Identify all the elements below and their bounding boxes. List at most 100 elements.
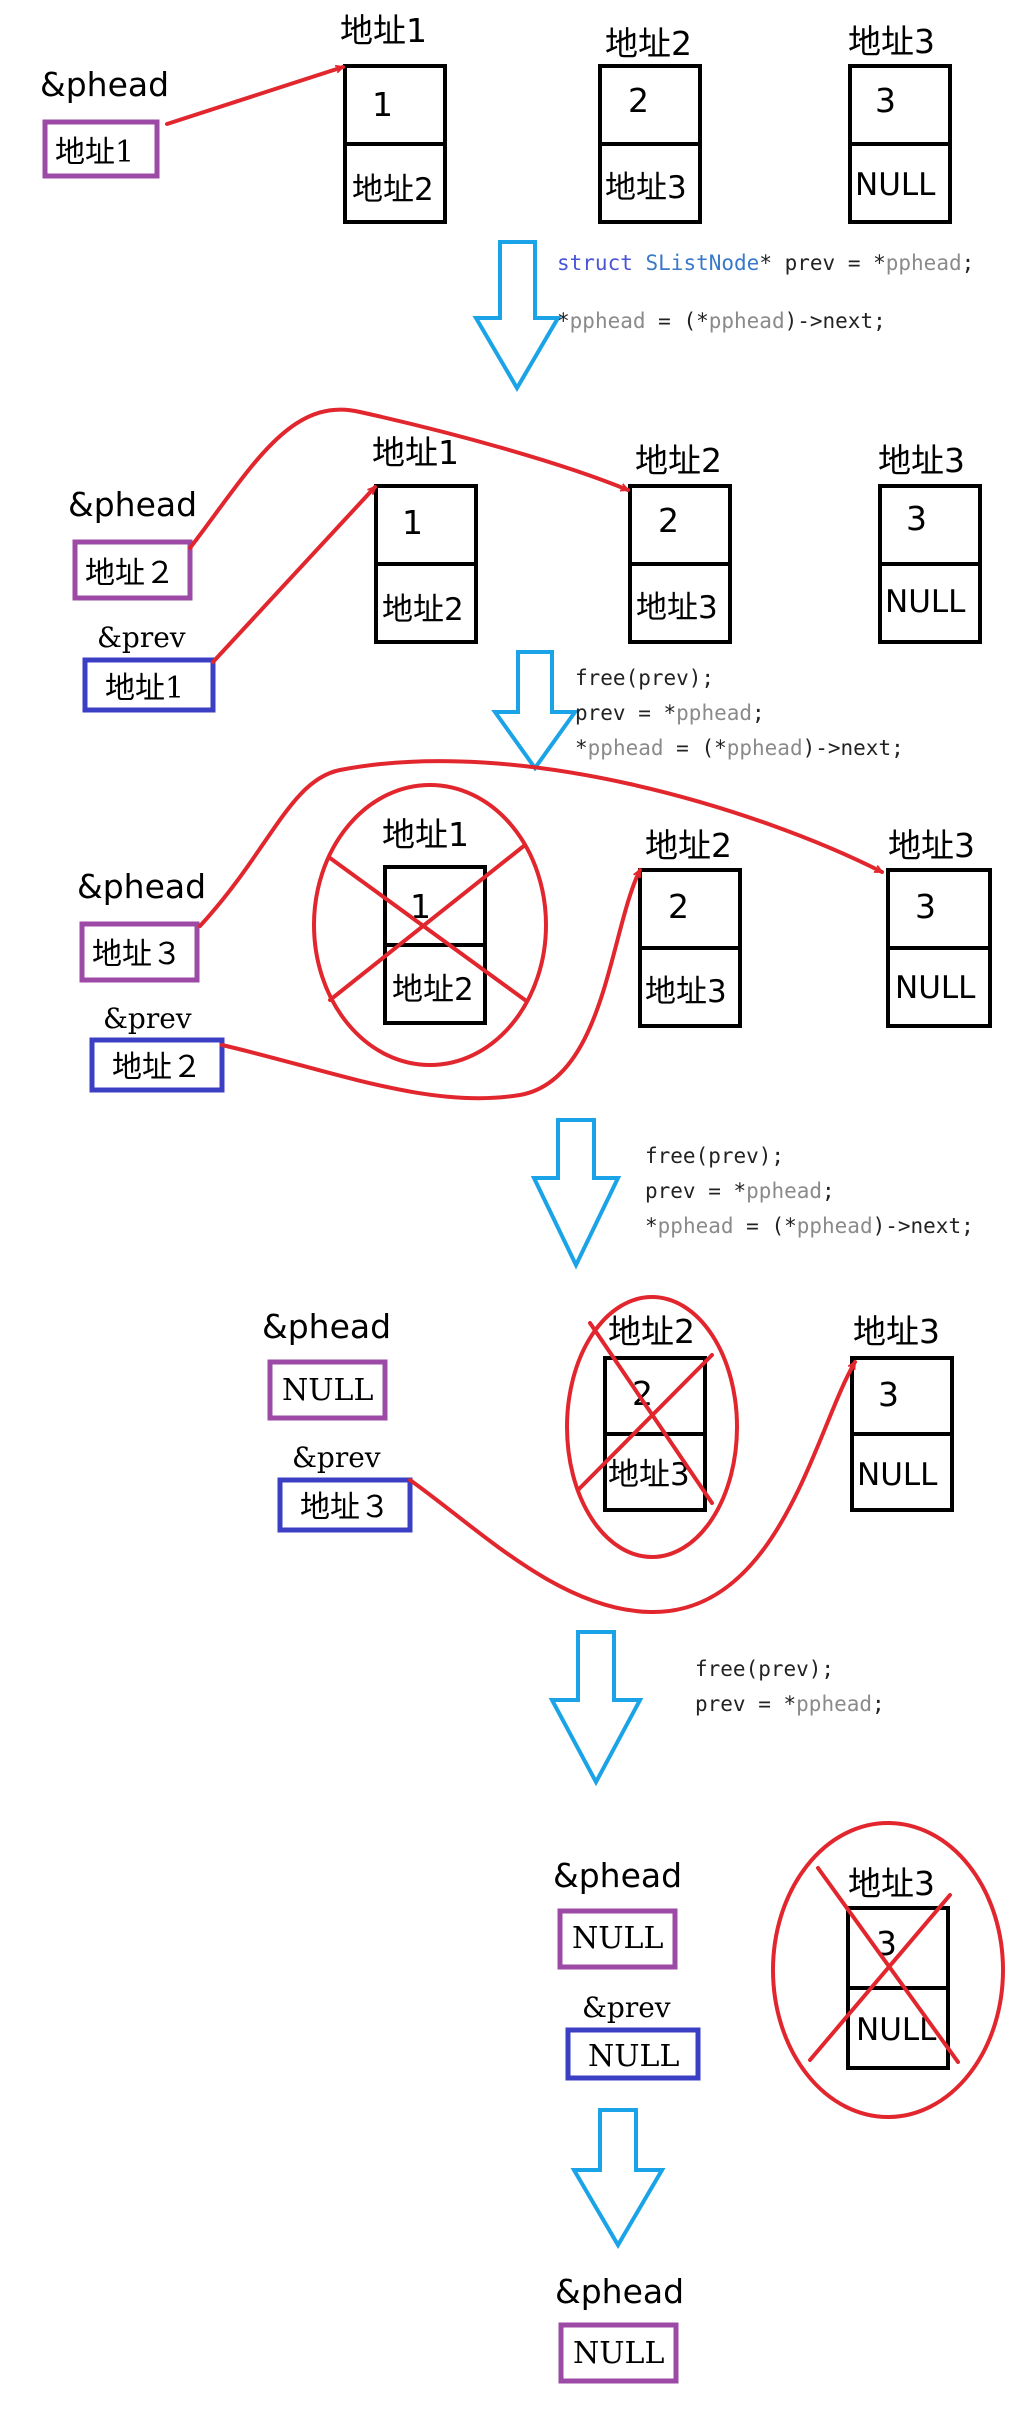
node3-next-cell bbox=[850, 1432, 954, 1512]
code-step1-line1: struct SListNode* prev = *pphead; bbox=[557, 251, 974, 275]
code-step1-line2: *pphead = (*pphead)->next; bbox=[557, 309, 886, 333]
prev-box bbox=[82, 657, 216, 713]
phead-label: &phead bbox=[553, 1856, 682, 1895]
phead-value: 地址２ bbox=[85, 556, 175, 591]
step-arrow-2 bbox=[491, 650, 579, 772]
node3-data: 3 bbox=[875, 81, 896, 120]
phead-label: &phead bbox=[77, 867, 206, 906]
node2-address-label: 地址2 bbox=[635, 441, 722, 480]
node3-next: NULL bbox=[857, 1457, 938, 1493]
cross-line-b bbox=[808, 1893, 952, 2062]
step-arrow-1 bbox=[472, 240, 562, 392]
stage-2: &phead 地址２ &prev 地址1 地址1 1 地址2 地址2 2 地址3… bbox=[68, 407, 982, 713]
node3-data-cell bbox=[846, 1906, 950, 1990]
phead-box bbox=[79, 921, 200, 983]
node2-next-cell bbox=[638, 946, 742, 1028]
code-step3-line3: *pphead = (*pphead)->next; bbox=[645, 1214, 974, 1238]
code-step2-line3: *pphead = (*pphead)->next; bbox=[575, 736, 904, 760]
prev-pointer-arrow bbox=[211, 485, 377, 664]
stage-6: &phead NULL bbox=[555, 2272, 684, 2384]
node1-data: 1 bbox=[410, 887, 431, 926]
node3-next-cell bbox=[848, 142, 952, 224]
node1-data: 1 bbox=[372, 85, 393, 124]
node1-next: 地址2 bbox=[392, 972, 474, 1008]
phead-box bbox=[557, 1908, 678, 1970]
node1-address-label: 地址1 bbox=[340, 11, 427, 50]
prev-value: NULL bbox=[588, 2039, 679, 2074]
prev-label: &prev bbox=[292, 1441, 381, 1474]
node2-data: 2 bbox=[668, 887, 689, 926]
stage-1: &phead 地址1 地址1 1 地址2 地址2 2 地址3 地址3 3 NUL… bbox=[40, 11, 952, 224]
cross-line-b bbox=[576, 1353, 714, 1492]
node2-next: 地址3 bbox=[636, 590, 718, 626]
cross-line-a bbox=[328, 856, 527, 1002]
node2-data-cell bbox=[628, 484, 732, 566]
phead-value: NULL bbox=[572, 1921, 663, 1956]
node3-data-cell bbox=[886, 868, 992, 950]
phead-box bbox=[267, 1359, 388, 1421]
node2-data-cell bbox=[598, 64, 702, 146]
phead-box bbox=[72, 539, 193, 601]
phead-box bbox=[42, 119, 160, 179]
phead-label: &phead bbox=[262, 1307, 391, 1346]
node1-data-cell bbox=[343, 64, 447, 146]
phead-pointer-arrow bbox=[198, 759, 884, 928]
prev-box bbox=[277, 1477, 413, 1533]
phead-pointer-arrow bbox=[165, 67, 345, 126]
node1-address-label: 地址1 bbox=[372, 433, 459, 472]
node3-next: NULL bbox=[855, 167, 936, 203]
phead-value: 地址1 bbox=[55, 135, 134, 170]
freed-node1-circle bbox=[312, 783, 548, 1067]
node3-data-cell bbox=[878, 484, 982, 566]
node1-next: 地址2 bbox=[382, 592, 464, 628]
node2-address-label: 地址2 bbox=[605, 24, 692, 63]
node1-next: 地址2 bbox=[352, 172, 434, 208]
cross-line-a bbox=[588, 1321, 714, 1505]
node2-address-label: 地址2 bbox=[608, 1312, 695, 1351]
prev-value: 地址1 bbox=[105, 671, 184, 706]
phead-pointer-arrow bbox=[188, 407, 630, 550]
phead-label: &phead bbox=[68, 485, 197, 524]
node2-next-cell bbox=[628, 562, 732, 644]
step-arrow-3 bbox=[530, 1118, 622, 1270]
stage-4: &phead NULL &prev 地址３ 地址2 2 地址3 地址3 3 NU… bbox=[262, 1295, 954, 1615]
node3-next: NULL bbox=[885, 584, 966, 620]
node2-data: 2 bbox=[632, 1374, 653, 1413]
prev-label: &prev bbox=[97, 621, 186, 654]
node2-data: 2 bbox=[628, 81, 649, 120]
node3-data: 3 bbox=[876, 1924, 897, 1963]
prev-value: 地址２ bbox=[112, 1050, 202, 1085]
node3-address-label: 地址3 bbox=[848, 22, 935, 61]
node3-data: 3 bbox=[906, 499, 927, 538]
node3-data-cell bbox=[848, 64, 952, 146]
cross-line-b bbox=[328, 843, 527, 1002]
code-step2-line1: free(prev); bbox=[575, 666, 714, 690]
prev-box bbox=[565, 2027, 701, 2081]
node3-data: 3 bbox=[878, 1375, 899, 1414]
step-arrow-5 bbox=[570, 2108, 666, 2249]
node3-address-label: 地址3 bbox=[853, 1312, 940, 1351]
prev-value: 地址３ bbox=[300, 1490, 390, 1525]
node3-next-cell bbox=[878, 562, 982, 644]
phead-value: 地址３ bbox=[92, 937, 182, 972]
node2-next: 地址3 bbox=[608, 1457, 690, 1493]
phead-value: NULL bbox=[573, 2336, 664, 2371]
prev-box bbox=[89, 1037, 225, 1093]
phead-label: &phead bbox=[555, 2272, 684, 2311]
prev-pointer-arrow bbox=[220, 868, 642, 1101]
node3-address-label: 地址3 bbox=[888, 826, 975, 865]
phead-value: NULL bbox=[282, 1373, 373, 1408]
step-arrow-4 bbox=[548, 1630, 644, 1787]
node2-address-label: 地址2 bbox=[645, 826, 732, 865]
node1-address-label: 地址1 bbox=[382, 815, 469, 854]
node2-next-cell bbox=[598, 142, 702, 224]
node2-data-cell bbox=[638, 868, 742, 950]
node3-address-label: 地址3 bbox=[848, 1864, 935, 1903]
phead-label: &phead bbox=[40, 65, 169, 104]
node3-data: 3 bbox=[915, 887, 936, 926]
node2-data: 2 bbox=[658, 501, 679, 540]
code-step4-line2: prev = *pphead; bbox=[695, 1692, 885, 1716]
node3-next-cell bbox=[886, 946, 992, 1028]
node3-address-label: 地址3 bbox=[878, 441, 965, 480]
